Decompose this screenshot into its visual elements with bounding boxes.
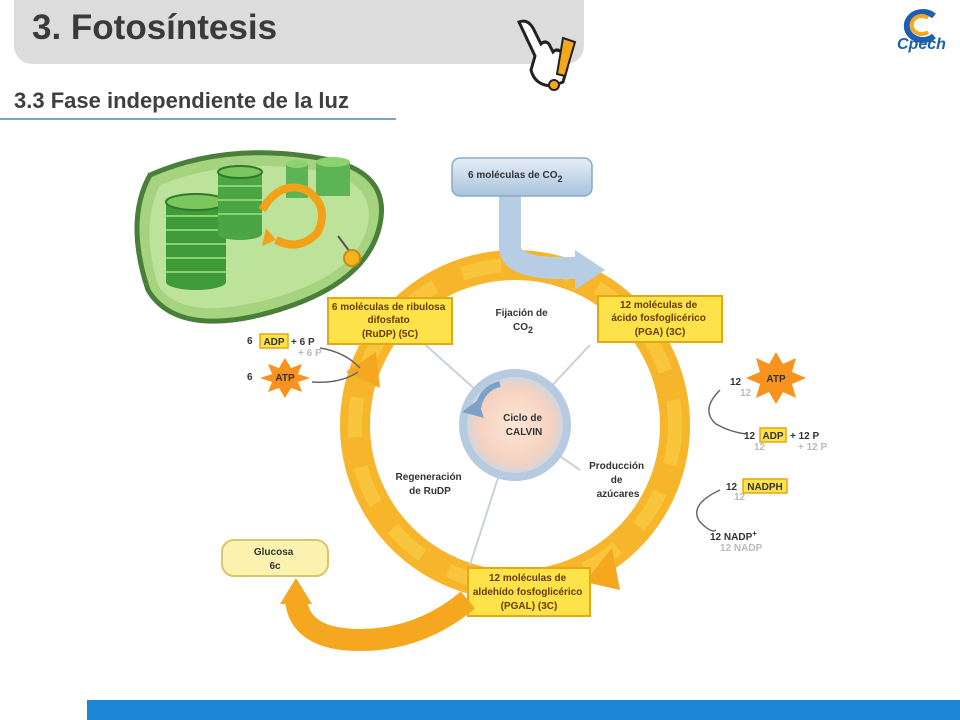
- chloroplast-illustration: [134, 150, 384, 324]
- left-adp-label: ADP: [263, 337, 284, 348]
- grana-stack-middle: [217, 165, 263, 240]
- ring-arrowhead-left: [346, 352, 380, 388]
- nadph-badge: [742, 478, 788, 494]
- right-energy-inputs: 12 12 ATP 12 ADP + 12 P 12 + 12 P 12 NAD…: [696, 352, 828, 554]
- left-adp-badge: [259, 333, 289, 349]
- right-p-shadow: + 12 P: [798, 442, 828, 453]
- regeneracion-label: Regeneración de RuDP: [396, 472, 465, 497]
- grana-stack-small: [286, 157, 350, 198]
- left-atp-count: 6: [247, 372, 253, 383]
- left-atp-label: ATP: [275, 373, 295, 384]
- calvin-label: Ciclo de CALVIN: [503, 413, 545, 438]
- left-adp-count: 6: [247, 336, 253, 347]
- right-atp-starburst: [746, 352, 806, 404]
- pga-label: 12 moléculas de ácido fosfoglicérico (PG…: [611, 300, 708, 338]
- nadph-shadow: 12: [734, 492, 746, 503]
- glucose-label: Glucosa 6c: [254, 547, 296, 572]
- chloroplast-pointer-dot: [343, 249, 361, 267]
- glucose-arrow: [285, 591, 476, 652]
- pgal-label: 12 moléculas de aldehído fosfoglicérico …: [473, 573, 585, 612]
- left-p-shadow: + 6 P: [298, 348, 322, 359]
- right-p-label: + 12 P: [790, 431, 820, 442]
- co2-arrowhead: [575, 250, 605, 290]
- grana-stack-left: [165, 193, 227, 290]
- fijacion-label: Fijación de CO2: [495, 308, 550, 335]
- cpech-logo-icon: [903, 9, 936, 43]
- pga-box: [597, 295, 723, 343]
- left-atp-starburst: [260, 358, 310, 398]
- nadp-shadow: 12 NADP: [720, 543, 763, 554]
- left-energy-inputs: 6 ADP + 6 P + 6 P 6 ATP: [247, 333, 361, 398]
- subtitle-underline: [0, 118, 396, 120]
- rudp-box: [327, 297, 453, 345]
- mini-cycle-arrow: [258, 183, 326, 249]
- page-title: 3. Fotosíntesis: [32, 8, 278, 47]
- right-atp-shadow: 12: [740, 388, 752, 399]
- right-adp-label: ADP: [762, 431, 783, 442]
- bottom-bar: [87, 700, 960, 720]
- right-atp-label: ATP: [766, 374, 786, 385]
- glucose-box: [221, 539, 329, 577]
- nadph-count: 12: [726, 482, 738, 493]
- title-banner: [14, 0, 584, 64]
- left-p-label: + 6 P: [291, 337, 315, 348]
- right-adp-count: 12: [744, 431, 756, 442]
- produccion-label: Producción de azúcares: [589, 461, 647, 500]
- pointing-hand-alert-icon: [516, 19, 577, 91]
- right-adp-shadow: 12: [754, 442, 766, 453]
- nadp-label: 12 NADP+: [710, 529, 757, 543]
- co2-label: 6 moléculas de CO2: [468, 170, 563, 184]
- ring-arrowhead-bottom-right: [585, 548, 620, 590]
- right-adp-badge: [759, 427, 787, 443]
- pgal-box: [467, 567, 591, 617]
- cpech-logo-text: Cpech: [897, 36, 946, 53]
- calvin-center-circle: [459, 369, 571, 481]
- nadph-label: NADPH: [747, 482, 783, 493]
- rudp-label: 6 moléculas de ribulosa difosfato (RuDP)…: [332, 302, 448, 340]
- co2-box: [451, 157, 593, 197]
- section-subtitle: 3.3 Fase independiente de la luz: [14, 88, 349, 113]
- right-atp-count: 12: [730, 377, 742, 388]
